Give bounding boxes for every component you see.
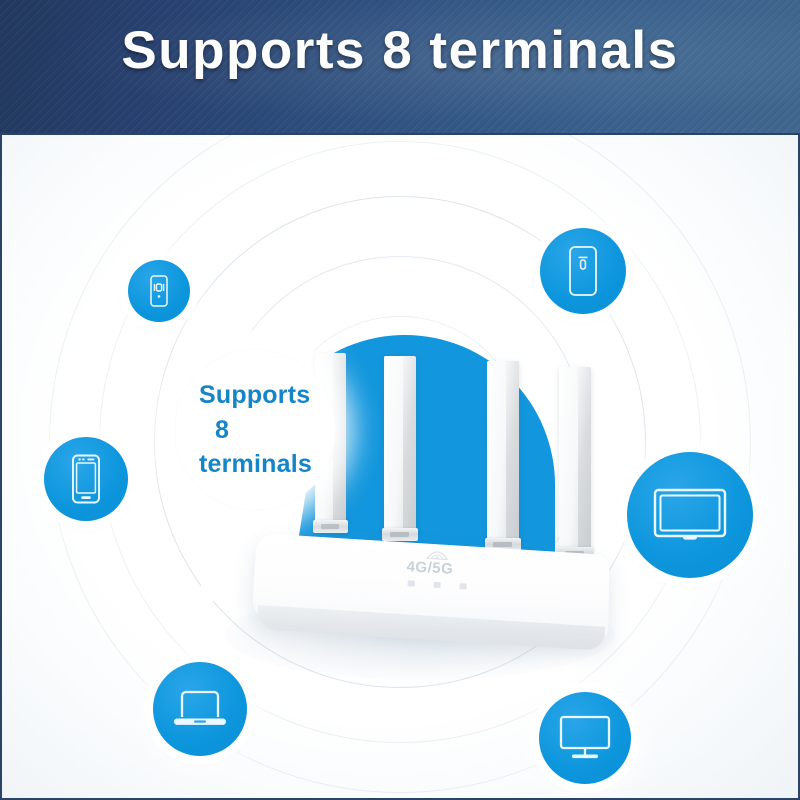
hinge-pin bbox=[321, 524, 339, 529]
router-top-markings: 4G/5G bbox=[384, 545, 527, 613]
signal-ring-3 bbox=[154, 196, 646, 688]
banner-stripe-texture bbox=[0, 0, 800, 133]
router-brand-logo: 4G/5G bbox=[406, 558, 454, 578]
hinge-pin bbox=[493, 542, 512, 547]
laptop-icon bbox=[174, 690, 226, 725]
bubble-line-3: terminals bbox=[199, 450, 312, 479]
led-indicator bbox=[433, 581, 441, 589]
badge-tablet[interactable] bbox=[540, 228, 626, 314]
badge-smart-tv[interactable] bbox=[627, 452, 753, 578]
hinge-pin bbox=[390, 532, 409, 537]
antenna-face bbox=[384, 356, 403, 531]
television-icon bbox=[653, 488, 727, 540]
antenna-face bbox=[559, 367, 578, 550]
header-banner: Supports 8 terminals bbox=[0, 0, 800, 133]
badge-smart-device[interactable] bbox=[128, 260, 190, 322]
supports-terminals-bubble: Supports 8 terminals bbox=[175, 350, 335, 510]
wifi-fan-icon bbox=[425, 551, 449, 561]
router-antenna-4 bbox=[559, 367, 591, 550]
router-antenna-2 bbox=[384, 356, 416, 531]
bubble-line-2: 8 bbox=[215, 415, 230, 444]
banner-title: Supports 8 terminals bbox=[121, 21, 679, 80]
desktop-monitor-icon bbox=[559, 715, 611, 759]
led-indicator bbox=[407, 580, 415, 587]
router-led-indicators bbox=[407, 580, 467, 590]
bubble-text: Supports 8 terminals bbox=[175, 378, 312, 482]
badge-smartphone[interactable] bbox=[44, 437, 128, 521]
phone-vibrate-icon bbox=[150, 275, 168, 307]
led-indicator bbox=[459, 583, 467, 590]
antenna-hinge-1 bbox=[313, 520, 348, 533]
antenna-hinge-2 bbox=[382, 528, 418, 541]
banner-vignette bbox=[0, 0, 800, 133]
badge-laptop[interactable] bbox=[153, 662, 247, 756]
bubble-line-1: Supports bbox=[199, 381, 311, 410]
tablet-icon bbox=[569, 246, 597, 296]
feature-card: 4G/5G Supports 8 terminals bbox=[0, 133, 800, 800]
smartphone-icon bbox=[72, 454, 100, 504]
router-antenna-3 bbox=[487, 361, 519, 541]
badge-desktop[interactable] bbox=[539, 692, 631, 784]
antenna-face bbox=[487, 361, 506, 541]
